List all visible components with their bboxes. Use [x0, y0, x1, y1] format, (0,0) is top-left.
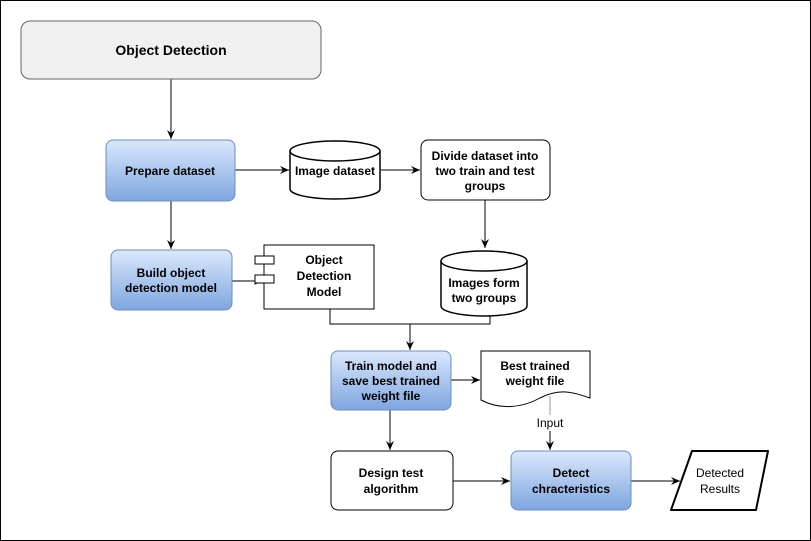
- node-build-model[interactable]: Build object detection model: [110, 249, 233, 311]
- node-train-model[interactable]: Train model and save best trained weight…: [330, 350, 452, 411]
- od-model-text-line-2: Detection: [297, 269, 352, 283]
- detect-text-line-2: chracteristics: [532, 482, 610, 496]
- divide-text-line-3: groups: [465, 179, 506, 193]
- node-image-dataset[interactable]: Image dataset: [289, 140, 381, 200]
- od-model-text-line-1: Object: [305, 253, 342, 267]
- component-port-bottom-icon: [254, 274, 275, 284]
- node-divide-dataset[interactable]: Divide dataset into two train and test g…: [420, 139, 551, 201]
- component-port-top-icon: [254, 255, 275, 265]
- prepare-text: Prepare dataset: [125, 164, 215, 178]
- edge-images-groups-join: [410, 316, 491, 325]
- build-text-line-2: detection model: [125, 281, 217, 295]
- title-text: Object Detection: [115, 42, 226, 58]
- images-groups-text-line-1: Images form: [448, 276, 519, 290]
- od-model-text-line-3: Model: [307, 285, 342, 299]
- train-text-line-1: Train model and: [345, 359, 437, 373]
- node-design-test[interactable]: Design test algorithm: [330, 450, 454, 511]
- best-weight-text-line-1: Best trained: [500, 359, 569, 373]
- detect-text-line-1: Detect: [553, 466, 590, 480]
- images-groups-text-line-2: two groups: [452, 291, 517, 305]
- node-best-weight-file[interactable]: Best trained weight file: [480, 350, 591, 408]
- node-detect[interactable]: Detect chracteristics: [510, 450, 632, 511]
- design-text-line-1: Design test: [359, 466, 424, 480]
- divide-text-line-1: Divide dataset into: [432, 149, 539, 163]
- best-weight-text-line-2: weight file: [505, 374, 565, 388]
- results-text-line-1: Detected: [696, 466, 744, 480]
- image-dataset-text: Image dataset: [295, 164, 375, 178]
- node-od-model-component[interactable]: Object Detection Model: [254, 244, 375, 310]
- edge-label-input: Input: [537, 416, 564, 430]
- divide-text-line-2: two train and test: [435, 164, 534, 178]
- node-prepare-dataset[interactable]: Prepare dataset: [105, 139, 236, 202]
- design-text-line-2: algorithm: [364, 482, 419, 496]
- edge-od-model-join: [329, 309, 410, 325]
- build-text-line-1: Build object: [137, 266, 206, 280]
- train-text-line-3: weight file: [361, 389, 421, 403]
- results-text-line-2: Results: [700, 482, 740, 496]
- node-detected-results[interactable]: Detected Results: [670, 450, 769, 511]
- node-images-groups[interactable]: Images form two groups: [440, 250, 528, 317]
- train-text-line-2: save best trained: [342, 374, 440, 388]
- node-object-detection-title[interactable]: Object Detection: [20, 20, 322, 80]
- connectors: [167, 79, 680, 485]
